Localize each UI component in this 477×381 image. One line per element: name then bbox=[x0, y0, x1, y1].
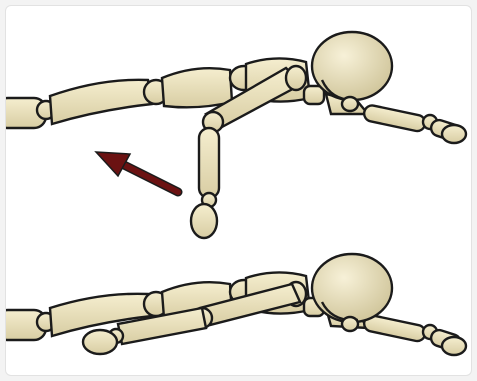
direction-arrow-icon bbox=[96, 152, 178, 192]
top-forward-hand bbox=[442, 125, 466, 143]
bottom-swept-hand bbox=[83, 330, 117, 354]
bottom-forward-hand bbox=[442, 337, 466, 355]
mannequin-illustration bbox=[6, 6, 472, 376]
illustration-frame bbox=[5, 5, 472, 376]
top-legs bbox=[6, 80, 168, 128]
bottom-mannequin bbox=[6, 254, 466, 355]
top-mannequin bbox=[6, 32, 466, 238]
top-hanging-hand bbox=[191, 204, 217, 238]
